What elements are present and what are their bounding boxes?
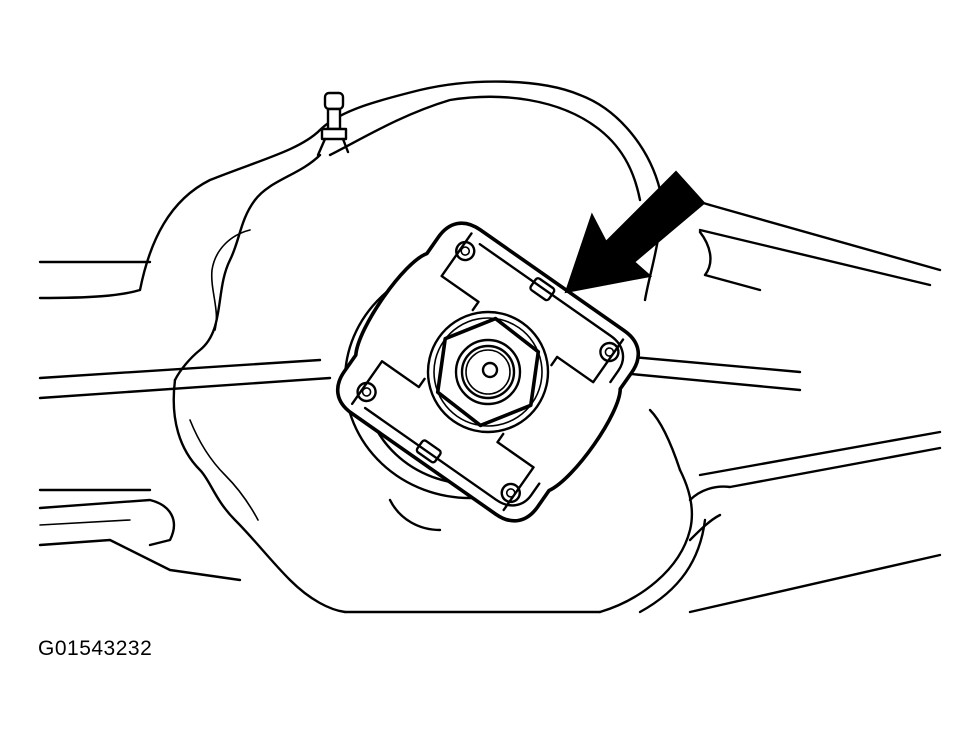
right-axle-tube [608, 203, 942, 614]
figure-id-label: G01543232 [38, 637, 153, 660]
left-axle-tube [38, 260, 332, 582]
differential-housing [38, 80, 712, 614]
pointer-arrow [564, 170, 706, 294]
pinion-nut [435, 316, 541, 428]
breather-vent [316, 91, 350, 157]
